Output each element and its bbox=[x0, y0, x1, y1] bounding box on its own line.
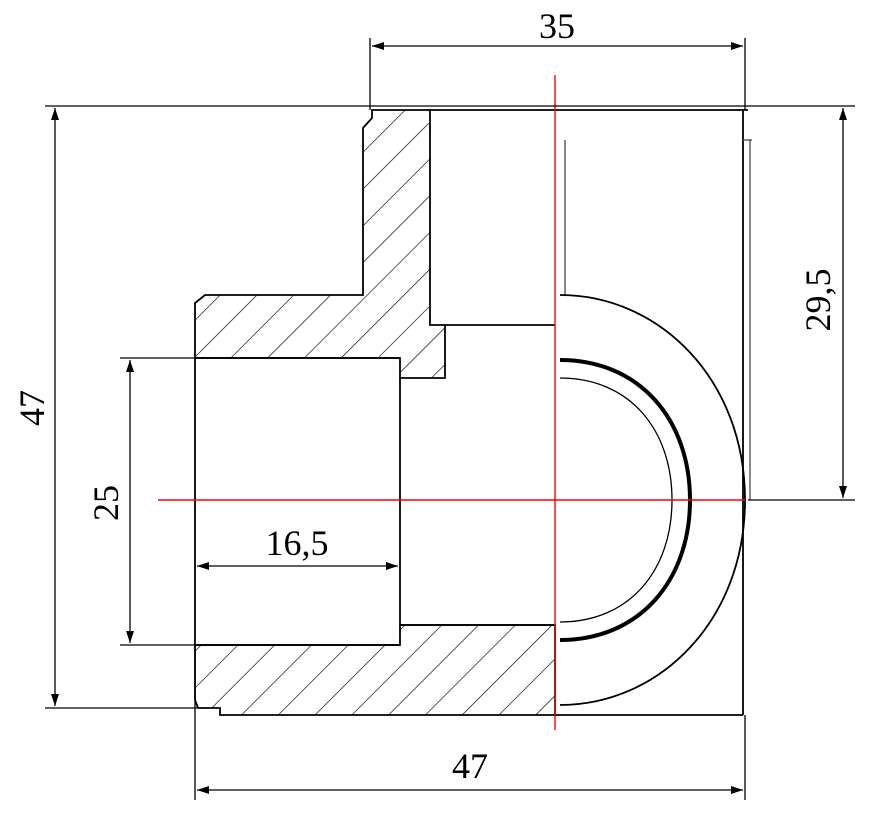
extension-lines bbox=[45, 38, 855, 800]
body-outline bbox=[194, 109, 752, 716]
dim-label-socket-depth: 16,5 bbox=[266, 523, 329, 563]
section-hatching bbox=[194, 109, 556, 716]
upper-wall-section bbox=[194, 109, 446, 379]
dimension-labels: 35 47 29,5 25 16,5 47 bbox=[12, 6, 838, 786]
dim-label-top-width: 35 bbox=[539, 6, 575, 46]
dim-label-overall-height: 47 bbox=[12, 390, 52, 426]
lower-wall-section bbox=[194, 624, 556, 716]
center-lines bbox=[158, 75, 745, 730]
dim-label-overall-width: 47 bbox=[452, 746, 488, 786]
dim-label-bore-diameter: 25 bbox=[86, 485, 126, 521]
dimension-lines bbox=[51, 42, 847, 794]
dim-label-right-height: 29,5 bbox=[798, 269, 838, 332]
